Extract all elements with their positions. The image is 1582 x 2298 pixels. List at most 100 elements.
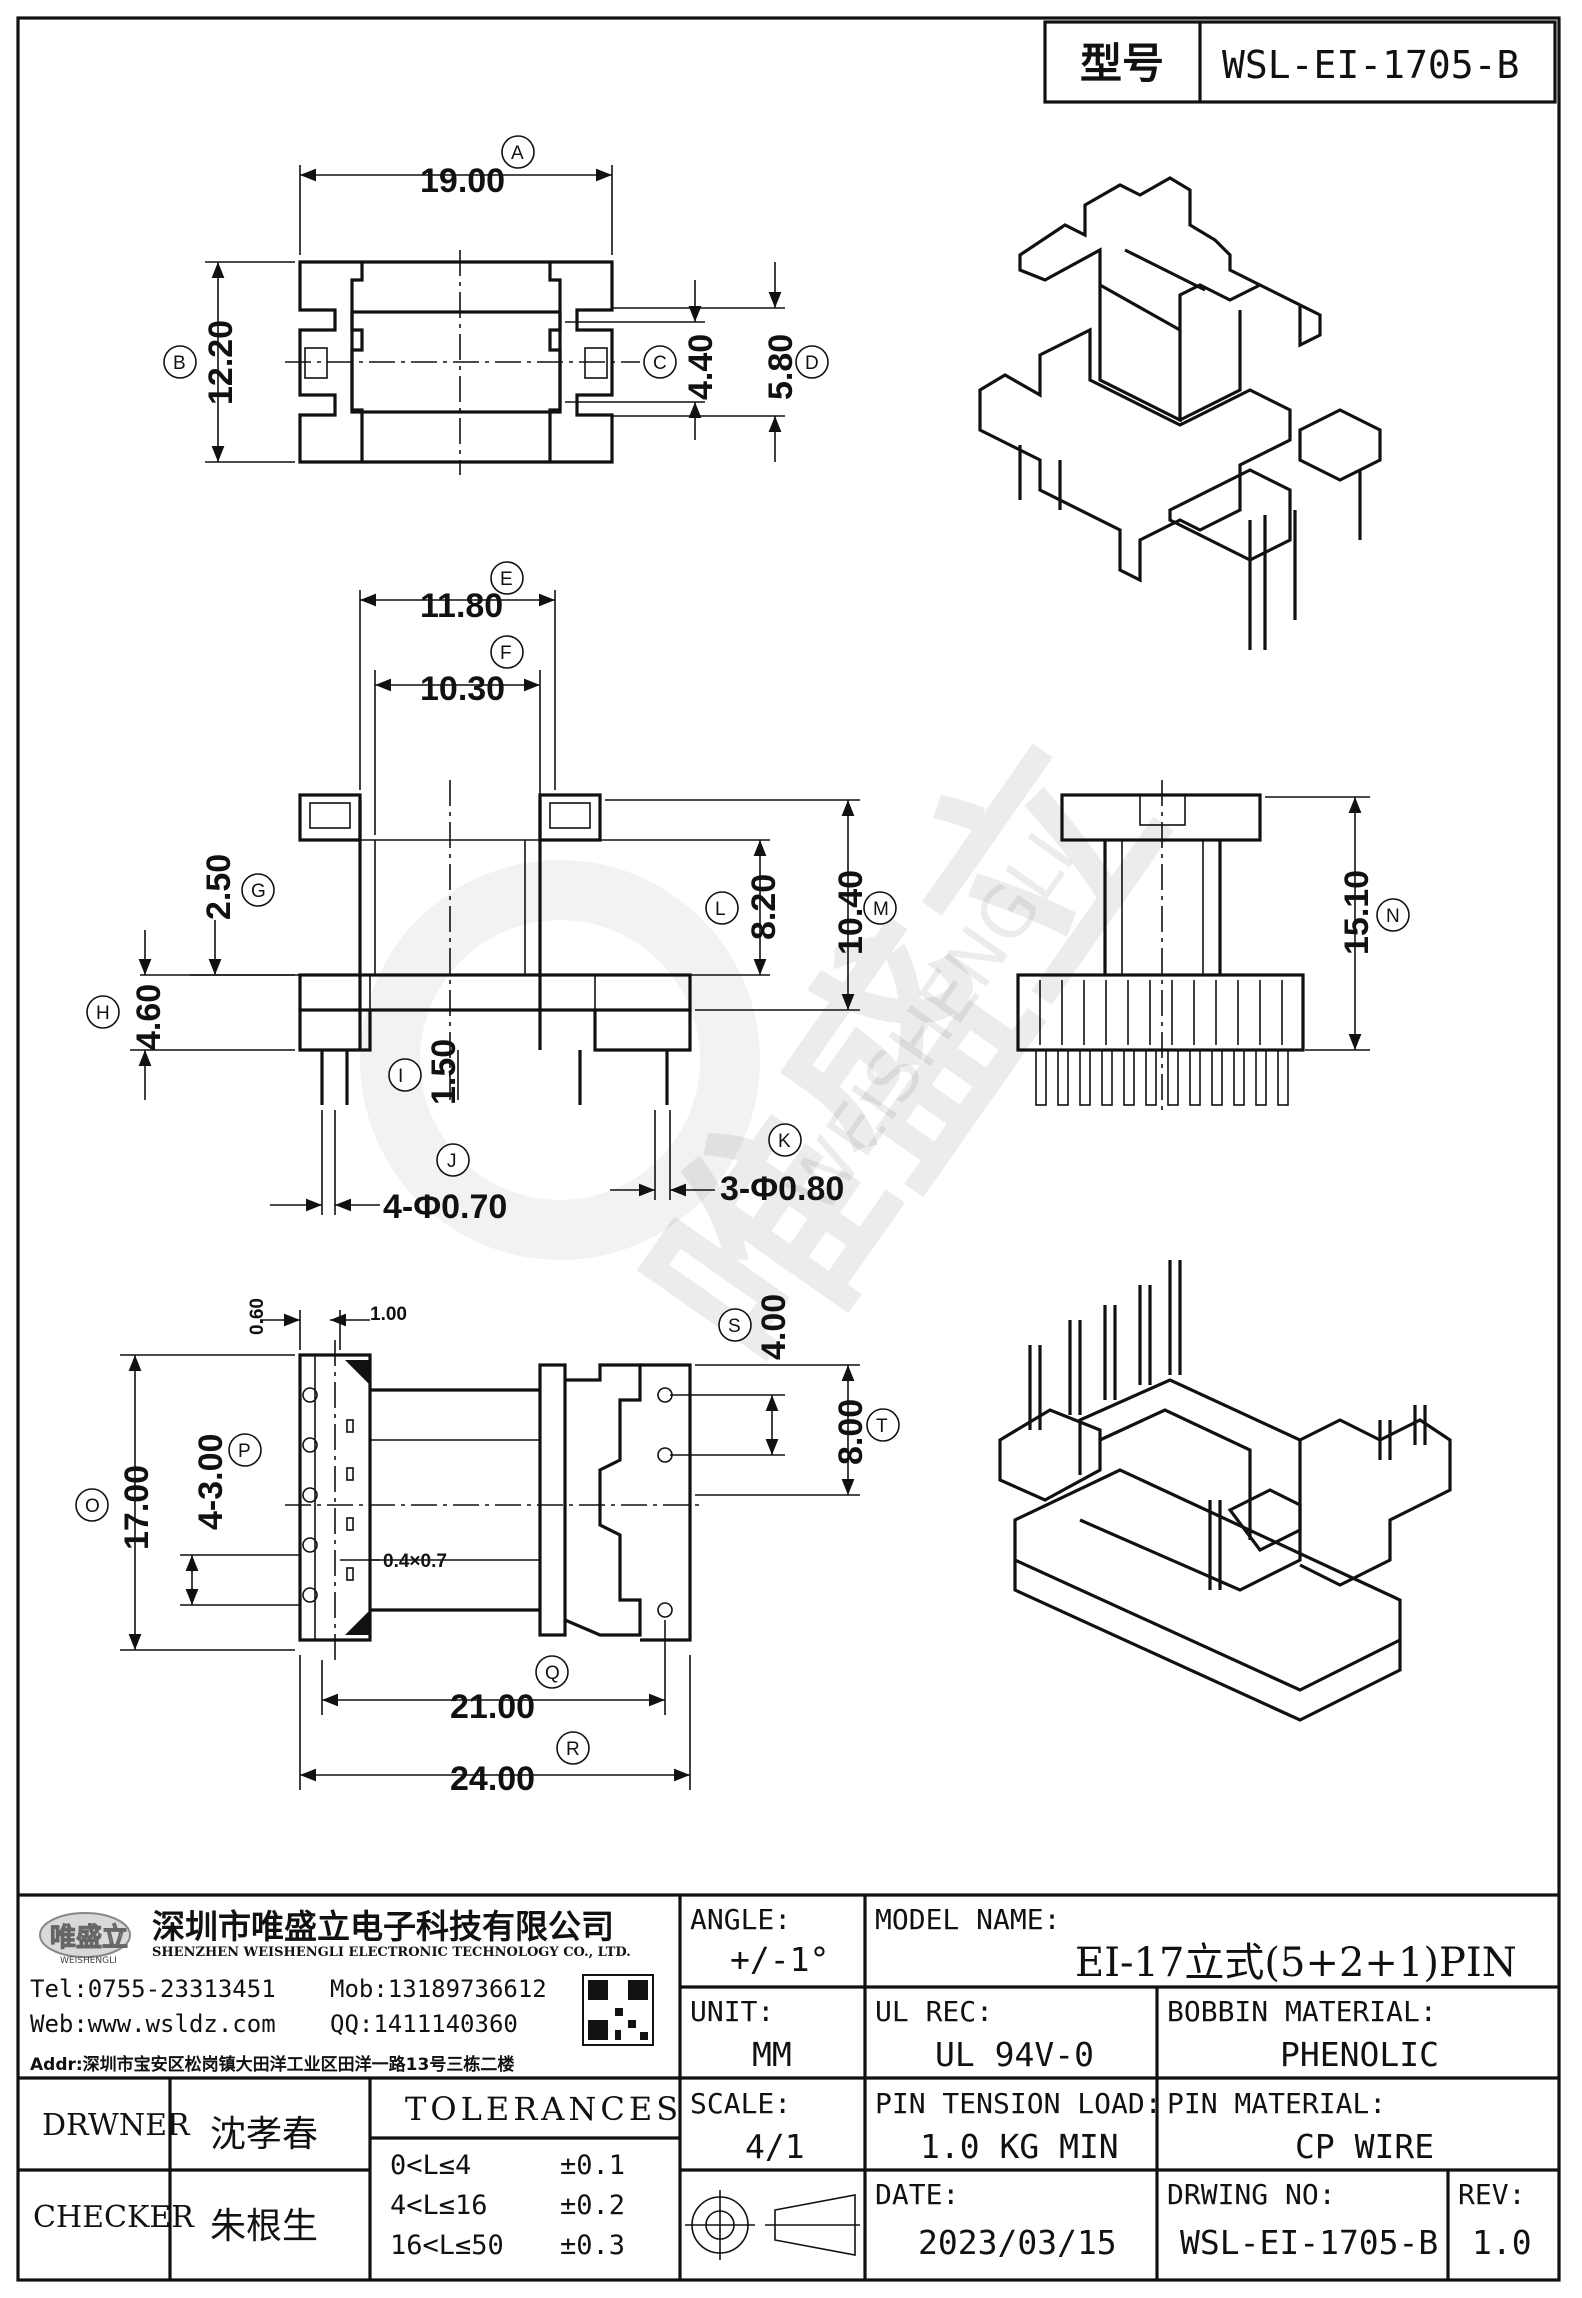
company-web: Web:www.wsldz.com xyxy=(30,2010,276,2038)
checker-value: 朱根生 xyxy=(210,2206,319,2247)
pin-material-value: CP WIRE xyxy=(1295,2127,1435,2166)
minor-dim-b: 1.00 xyxy=(370,1304,407,1325)
dim-H-value: 4.60 xyxy=(130,984,168,1050)
dim-B-letter: B xyxy=(173,353,186,374)
drwno-value: WSL-EI-1705-B xyxy=(1180,2223,1439,2262)
dim-N-letter: N xyxy=(1386,906,1400,927)
dim-C-letter: C xyxy=(653,353,667,374)
minor-dim-a: 0.60 xyxy=(247,1298,268,1335)
dim-D-letter: D xyxy=(805,353,819,374)
logo-text: 唯盛立 xyxy=(50,1922,128,1953)
top-view: 19.00 A 12.20 B 4.40 C 5.80 D xyxy=(163,135,829,475)
outer-frame xyxy=(16,16,1561,2282)
scale-label: SCALE: xyxy=(690,2087,792,2120)
angle-value: +/-1° xyxy=(730,1940,830,1979)
header-type-label: 型号 xyxy=(1080,39,1164,88)
date-label: DATE: xyxy=(875,2178,960,2211)
dim-J-letter: J xyxy=(447,1151,457,1172)
dim-G-value: 2.50 xyxy=(200,854,238,920)
tol-value-2: ±0.2 xyxy=(560,2190,626,2221)
side-view-slots xyxy=(1039,980,1283,1045)
dim-S-value: 4.00 xyxy=(755,1294,793,1360)
dim-M-value: 10.40 xyxy=(832,870,870,955)
scale-value: 4/1 xyxy=(745,2127,805,2166)
model-value: EI-17立式(5+2+1)PIN xyxy=(1075,1940,1517,1986)
model-label: MODEL NAME: xyxy=(875,1903,1061,1936)
dim-I-letter: I xyxy=(398,1066,403,1087)
dim-J-value: 4-Φ0.70 xyxy=(383,1188,507,1226)
dim-R-value: 24.00 xyxy=(450,1760,535,1798)
tol-range-3: 16<L≤50 xyxy=(390,2230,504,2261)
side-view: 15.10 N xyxy=(1016,780,1410,1110)
dim-O-letter: O xyxy=(85,1496,100,1517)
dim-G-letter: G xyxy=(251,881,266,902)
rev-label: REV: xyxy=(1458,2178,1526,2211)
bobbin-value: PHENOLIC xyxy=(1280,2035,1439,2074)
rev-value: 1.0 xyxy=(1472,2223,1532,2262)
company-mob: Mob:13189736612 xyxy=(330,1975,547,2003)
dim-I-value: 1.50 xyxy=(425,1039,463,1105)
company-addr: Addr:深圳市宝安区松岗镇大田洋工业区田洋一路13号三栋二楼 xyxy=(30,2055,515,2075)
company-tel: Tel:0755-23313451 xyxy=(30,1975,276,2003)
dim-H-letter: H xyxy=(96,1003,110,1024)
tolerances-title: TOLERANCES xyxy=(405,2090,683,2128)
angle-label: ANGLE: xyxy=(690,1903,792,1936)
unit-value: MM xyxy=(752,2035,792,2074)
tol-value-3: ±0.3 xyxy=(560,2230,626,2261)
tension-value: 1.0 KG MIN xyxy=(920,2127,1119,2166)
dim-A-letter: A xyxy=(511,143,524,164)
pin-notches xyxy=(302,1387,354,1603)
title-block: 唯盛立 WEISHENGLI xyxy=(18,1893,1559,2280)
side-view-pins xyxy=(1035,1049,1289,1106)
tension-label: PIN TENSION LOAD: xyxy=(875,2087,1162,2120)
pin-material-label: PIN MATERIAL: xyxy=(1167,2087,1387,2120)
dim-N-value: 15.10 xyxy=(1338,870,1376,955)
iso-view-bottom xyxy=(998,1260,1452,1722)
ul-label: UL REC: xyxy=(875,1995,994,2028)
dim-F-value: 10.30 xyxy=(420,670,505,708)
dim-R-letter: R xyxy=(566,1739,580,1760)
drwner-label: DRWNER xyxy=(42,2108,190,2143)
minor-dim-c: 0.4×0.7 xyxy=(383,1551,447,1572)
dim-K-letter: K xyxy=(778,1131,791,1152)
dim-A-value: 19.00 xyxy=(420,162,505,200)
dim-Q-value: 21.00 xyxy=(450,1688,535,1726)
dim-B-value: 12.20 xyxy=(202,320,240,405)
dim-E-letter: E xyxy=(500,569,513,590)
dim-S-letter: S xyxy=(728,1316,741,1337)
drwner-value: 沈孝春 xyxy=(210,2114,319,2155)
dim-Q-letter: Q xyxy=(545,1663,560,1684)
company-name-cn: 深圳市唯盛立电子科技有限公司 xyxy=(152,1907,614,1946)
iso-view-top xyxy=(978,176,1382,650)
dim-L-letter: L xyxy=(715,899,726,920)
company-name-en: SHENZHEN WEISHENGLI ELECTRONIC TECHNOLOG… xyxy=(152,1945,631,1960)
unit-label: UNIT: xyxy=(690,1995,775,2028)
dim-P-value: 4-3.00 xyxy=(192,1434,230,1530)
dim-K-value: 3-Φ0.80 xyxy=(720,1170,844,1208)
tol-range-1: 0<L≤4 xyxy=(390,2150,472,2181)
bobbin-label: BOBBIN MATERIAL: xyxy=(1167,1995,1437,2028)
tol-value-1: ±0.1 xyxy=(560,2150,626,2181)
dim-T-value: 8.00 xyxy=(832,1399,870,1465)
dim-C-value: 4.40 xyxy=(682,334,720,400)
front-view: 11.80 E 10.30 F 2.50 G 4.60 H 1.50 I 4-Φ… xyxy=(86,561,897,1226)
tol-range-2: 4<L≤16 xyxy=(390,2190,488,2221)
logo-sub: WEISHENGLI xyxy=(60,1956,117,1966)
dim-L-value: 8.20 xyxy=(745,874,783,940)
company-qq: QQ:1411140360 xyxy=(330,2010,518,2038)
dim-E-value: 11.80 xyxy=(420,587,503,625)
drwno-label: DRWING NO: xyxy=(1167,2178,1336,2211)
dim-P-letter: P xyxy=(238,1441,251,1462)
header-type-value: WSL-EI-1705-B xyxy=(1222,43,1519,87)
dim-O-value: 17.00 xyxy=(118,1465,156,1550)
dim-D-value: 5.80 xyxy=(762,334,800,400)
dim-M-letter: M xyxy=(873,899,889,920)
dim-F-letter: F xyxy=(500,643,512,664)
checker-label: CHECKER xyxy=(33,2200,194,2235)
dim-T-letter: T xyxy=(876,1416,888,1437)
date-value: 2023/03/15 xyxy=(918,2223,1117,2262)
header-model-box: 型号 WSL-EI-1705-B xyxy=(1043,20,1557,104)
ul-value: UL 94V-0 xyxy=(935,2035,1094,2074)
bottom-view: 0.60 1.00 0.4×0.7 17.00 O 4-3.00 P 21.00… xyxy=(75,1294,900,1798)
